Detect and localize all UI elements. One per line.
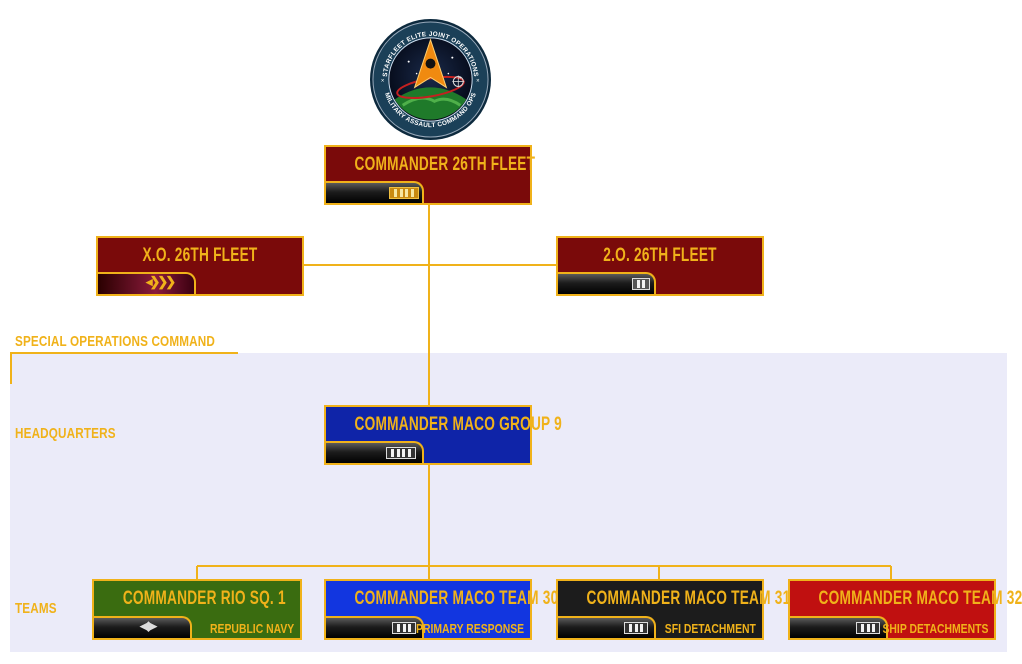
node-subtitle: REPUBLIC NAVY [209,621,294,636]
svg-text:×: × [476,78,480,84]
node-title: COMMANDER MACO TEAM 30 [354,588,559,609]
node-title: COMMANDER MACO TEAM 31 [586,588,791,609]
node-title: 2.O. 26TH FLEET [603,245,717,266]
rank-bar: ◂❯❯❯ [98,272,196,294]
soc-tick [10,352,12,384]
soc-underline [10,352,238,354]
node-xo-26th-fleet[interactable]: X.O. 26TH FLEET ◂❯❯❯ [96,236,304,296]
node-subtitle: PRIMARY RESPONSE [415,621,524,636]
rank-insignia-icon [624,622,648,634]
node-title: COMMANDER MACO GROUP 9 [354,414,562,435]
node-title: COMMANDER MACO TEAM 32 [818,588,1022,609]
rank-bar [558,272,656,294]
node-2o-26th-fleet[interactable]: 2.O. 26TH FLEET [556,236,764,296]
rank-bar [326,181,424,203]
rank-bar [558,616,656,638]
node-commander-maco-team-31[interactable]: COMMANDER MACO TEAM 31 SFI DETACHMENT [556,579,791,640]
svg-text:×: × [381,78,385,84]
chevron-insignia-icon: ◂◆▸ [140,618,157,633]
rank-bar [326,616,424,638]
rank-insignia-icon [392,622,416,634]
node-title: COMMANDER RIO SQ. 1 [122,588,286,609]
node-commander-maco-group-9[interactable]: COMMANDER MACO GROUP 9 [324,405,562,465]
node-commander-maco-team-32[interactable]: COMMANDER MACO TEAM 32 SHIP DETACHMENTS [788,579,1022,640]
rank-insignia-icon [632,278,650,290]
chevron-insignia-icon: ◂❯❯❯ [146,274,176,289]
node-subtitle: SHIP DETACHMENTS [882,621,988,636]
node-title: COMMANDER 26TH FLEET [354,154,536,175]
node-commander-rio-sq-1[interactable]: COMMANDER RIO SQ. 1 ◂◆▸ REPUBLIC NAVY [92,579,302,640]
node-subtitle: SFI DETACHMENT [664,621,756,636]
node-title: X.O. 26TH FLEET [142,245,258,266]
section-label-soc: SPECIAL OPERATIONS COMMAND [15,333,215,350]
section-label-teams: TEAMS [15,600,57,617]
rank-insignia-icon [856,622,880,634]
node-commander-26th-fleet[interactable]: COMMANDER 26TH FLEET [324,145,536,205]
rank-bar [326,441,424,463]
rank-bar [790,616,888,638]
rank-bar: ◂◆▸ [94,616,192,638]
node-commander-maco-team-30[interactable]: COMMANDER MACO TEAM 30 PRIMARY RESPONSE [324,579,559,640]
fleet-emblem-logo: STARFLEET ELITE JOINT OPERATIONS MILITAR… [369,18,492,141]
rank-insignia-icon [386,447,416,459]
rank-insignia-icon [389,187,419,199]
section-label-headquarters: HEADQUARTERS [15,425,116,442]
